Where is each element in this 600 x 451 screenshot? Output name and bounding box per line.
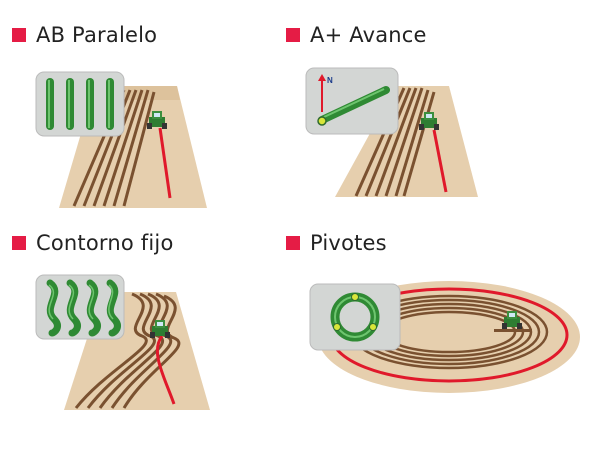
- tractor-icon: [150, 320, 170, 338]
- panel-header: Pivotes: [286, 228, 387, 258]
- pivotes-illustration: [309, 281, 580, 393]
- panel-title: Contorno fijo: [36, 231, 174, 255]
- tractor-icon: [419, 112, 439, 130]
- guidance-line: [156, 335, 176, 405]
- contorno-fijo-illustration: [35, 274, 210, 410]
- curved-furrows: [74, 292, 181, 409]
- bullet-square-icon: [286, 28, 300, 42]
- a-plus-heading-icon: N: [305, 67, 399, 135]
- panel-contorno-fijo[interactable]: Contorno fijo: [12, 228, 302, 443]
- furrows: [72, 89, 156, 207]
- north-label: N: [327, 76, 333, 85]
- panel-title: A+ Avance: [310, 23, 427, 47]
- parallel-lines-icon: [35, 71, 125, 137]
- ab-paralelo-illustration: [35, 71, 207, 208]
- guidance-line: [432, 129, 448, 193]
- bullet-square-icon: [12, 28, 26, 42]
- panel-header: A+ Avance: [286, 20, 427, 50]
- tractor-icon: [147, 111, 167, 129]
- tractor-icon: [494, 311, 532, 332]
- panel-title: Pivotes: [310, 231, 387, 255]
- panel-title: AB Paralelo: [36, 23, 158, 47]
- panel-header: Contorno fijo: [12, 228, 174, 258]
- pivot-ring-icon: [309, 283, 401, 351]
- guidance-line: [158, 127, 172, 199]
- a-plus-avance-illustration: N: [305, 67, 478, 197]
- panel-ab-paralelo[interactable]: AB Paralelo: [12, 20, 302, 235]
- panel-a-plus-avance[interactable]: A+ Avance N: [286, 20, 576, 235]
- curved-lines-icon: [35, 274, 125, 340]
- panel-header: AB Paralelo: [12, 20, 157, 50]
- bullet-square-icon: [286, 236, 300, 250]
- bullet-square-icon: [12, 236, 26, 250]
- panel-pivotes[interactable]: Pivotes: [286, 228, 580, 443]
